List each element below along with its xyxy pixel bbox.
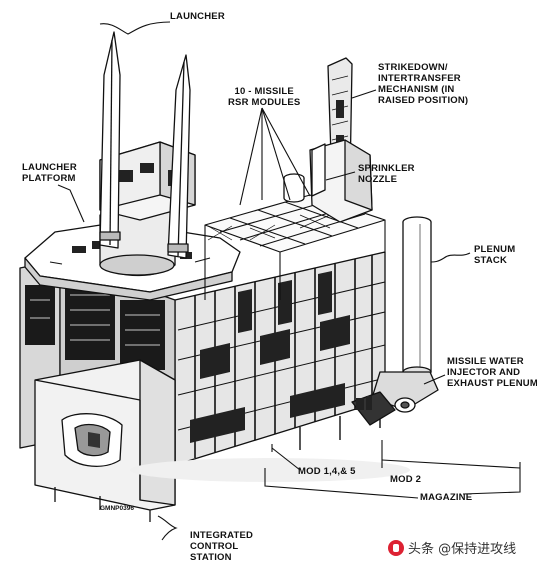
label-launcher: LAUNCHER xyxy=(170,11,225,22)
label-platform-line2: PLATFORM xyxy=(22,173,76,184)
label-rsr-line2: RSR MODULES xyxy=(228,97,301,108)
label-mod-145-text: MOD 1,4,& 5 xyxy=(298,466,356,477)
watermark-text: 头条 @保持进攻线 xyxy=(408,542,517,557)
strikedown-mechanism xyxy=(283,57,373,223)
label-injector-line3: EXHAUST PLENUM xyxy=(447,378,537,389)
label-sprinkler-line2: NOZZLE xyxy=(358,174,398,185)
label-strikedown-line2: INTERTRANSFER xyxy=(378,73,461,84)
label-strikedown-line4: RAISED POSITION) xyxy=(378,95,469,106)
label-mod-2-text: MOD 2 xyxy=(390,474,422,485)
water-injector-plenum xyxy=(351,371,439,426)
control-station-box xyxy=(34,359,176,522)
watermark-logo-icon xyxy=(388,540,404,556)
plenum-stack xyxy=(402,216,432,378)
launcher-structure xyxy=(99,31,196,277)
label-sprinkler-nozzle: SPRINKLER NOZZLE xyxy=(358,163,415,185)
label-sprinkler-line1: SPRINKLER xyxy=(358,163,415,174)
label-mod-145: MOD 1,4,& 5 xyxy=(298,466,356,477)
label-water-injector: MISSILE WATER INJECTOR AND EXHAUST PLENU… xyxy=(447,356,537,389)
magazine-body xyxy=(19,251,386,466)
label-control-line1: INTEGRATED xyxy=(190,530,254,541)
label-strikedown: STRIKEDOWN/ INTERTRANSFER MECHANISM (IN … xyxy=(378,62,468,106)
label-launcher-text: LAUNCHER xyxy=(170,11,225,22)
label-launcher-platform: LAUNCHER PLATFORM xyxy=(22,162,77,184)
label-injector-line2: INJECTOR AND xyxy=(447,367,521,378)
label-plenum-line1: PLENUM xyxy=(474,244,516,255)
label-injector-line1: MISSILE WATER xyxy=(447,356,524,367)
label-control-line2: CONTROL xyxy=(190,541,239,552)
label-mod-2: MOD 2 xyxy=(390,474,421,485)
drawing-code: GMNP0396 xyxy=(100,505,134,512)
label-plenum-stack: PLENUM STACK xyxy=(474,244,515,266)
label-strikedown-line3: MECHANISM (IN xyxy=(378,84,455,95)
watermark: 头条 @保持进攻线 xyxy=(388,538,516,557)
label-strikedown-line1: STRIKEDOWN/ xyxy=(378,62,448,73)
label-platform-line1: LAUNCHER xyxy=(22,162,77,173)
leader-lines xyxy=(57,21,521,541)
label-rsr-modules: 10 - MISSILE RSR MODULES xyxy=(228,86,300,108)
label-control-station: INTEGRATED CONTROL STATION xyxy=(190,530,253,563)
label-control-line3: STATION xyxy=(190,552,232,563)
label-magazine: MAGAZINE xyxy=(420,492,472,503)
label-rsr-line1: 10 - MISSILE xyxy=(234,86,294,97)
label-magazine-text: MAGAZINE xyxy=(420,492,473,503)
label-plenum-line2: STACK xyxy=(474,255,508,266)
